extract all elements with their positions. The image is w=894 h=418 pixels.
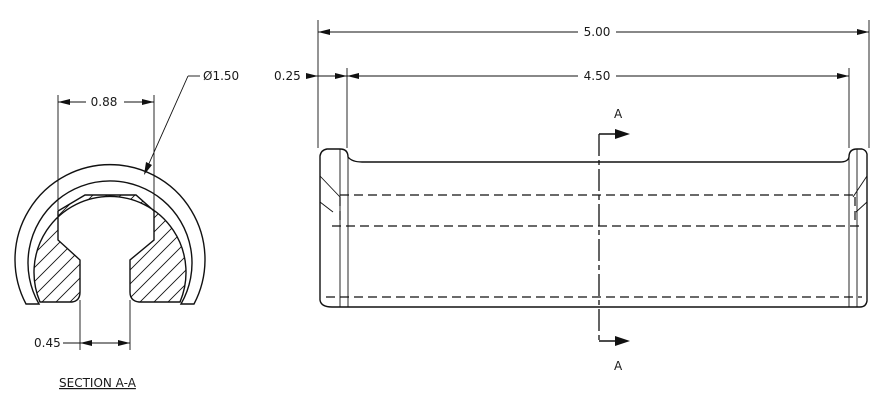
cut-label-bottom: A [614,359,623,373]
section-title: SECTION A-A [59,376,137,390]
hatch-line [33,195,99,302]
hatch-line [149,195,186,302]
hatch-line [262,120,462,320]
section-hatching [0,120,616,320]
hatch-line [276,120,476,320]
dim-overall-length: 5.00 [317,20,870,148]
dim-inner-width: 0.88 [57,95,155,210]
cut-label-top: A [614,107,623,121]
hatch-line [332,120,532,320]
dim-slot-width: 0.45 [34,300,131,350]
dim-inner-width-label: 0.88 [91,95,118,109]
outer-ring-outline [14,164,206,305]
hatch-line [33,195,127,302]
dim-diameter: Ø1.50 [144,69,239,175]
hatch-line [0,120,14,320]
hatch-line [33,195,113,302]
hatch-line [234,120,434,320]
section-view [0,120,616,320]
dim-inner-length-label: 4.50 [584,69,611,83]
hatch-line [33,195,85,302]
hatch-line [107,195,186,302]
hatch-line [33,195,141,302]
hatch-line [93,195,186,302]
hatch-line [33,195,169,302]
hatch-line [402,120,602,320]
hatch-line [33,195,57,302]
dim-chamfer-offset: 0.25 [274,69,347,83]
hatch-line [304,120,504,320]
hatch-line [346,120,546,320]
hatch-line [192,120,392,320]
dim-chamfer-offset-label: 0.25 [274,69,301,83]
hatch-line [206,120,406,320]
dim-diameter-label: Ø1.50 [203,69,239,83]
hatch-line [135,195,186,302]
dim-inner-length: 4.50 [346,68,850,148]
dim-overall-length-label: 5.00 [584,25,611,39]
hatch-line [163,195,186,302]
hatch-line [416,120,616,320]
hatch-line [388,120,588,320]
dim-slot-width-label: 0.45 [34,336,61,350]
section-cut-line: A A [598,107,630,373]
hatch-line [33,195,71,302]
side-view-outline [319,148,868,308]
hatch-line [360,120,560,320]
hatch-line [374,120,574,320]
hatch-line [121,195,186,302]
side-view [319,148,868,308]
inner-body-outline [33,194,187,303]
